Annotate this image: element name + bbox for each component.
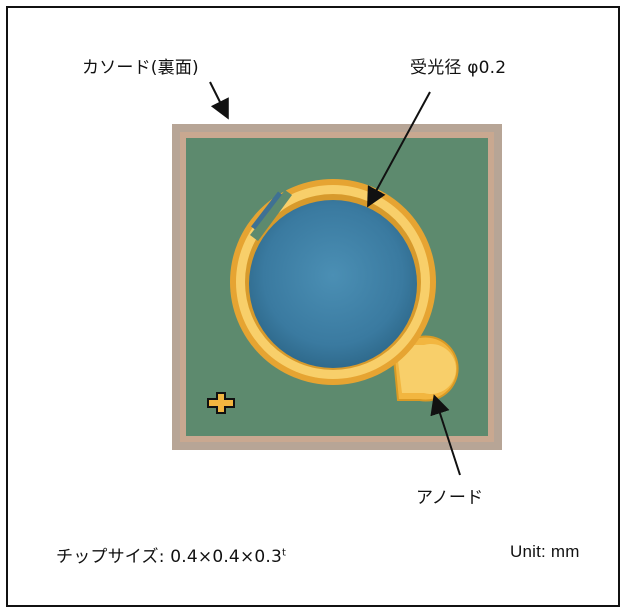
light-receiving-aperture: [249, 200, 417, 368]
chip-size-prefix: チップサイズ:: [56, 547, 165, 567]
aperture-arrow-icon: [367, 91, 431, 208]
anode-pad-inner: [396, 344, 456, 394]
ring-gap-channel: [251, 191, 282, 230]
unit-label: Unit: mm: [510, 542, 580, 561]
anode-arrow-icon: [430, 394, 461, 476]
anode-label: アノード: [416, 488, 484, 508]
chip-size-thickness-mark: t: [282, 547, 287, 559]
cathode-label: カソード(裏面): [82, 58, 199, 78]
ring-gap: [250, 190, 292, 241]
aperture-diameter-label: 受光径 φ0.2: [410, 58, 507, 78]
alignment-cross-mark-icon: [207, 392, 235, 414]
chip-size-value: 0.4×0.4×0.3: [170, 547, 283, 567]
chip-size-label: チップサイズ: 0.4×0.4×0.3t: [56, 542, 286, 567]
cathode-arrow-icon: [209, 81, 229, 120]
diagram-frame: [6, 6, 620, 607]
